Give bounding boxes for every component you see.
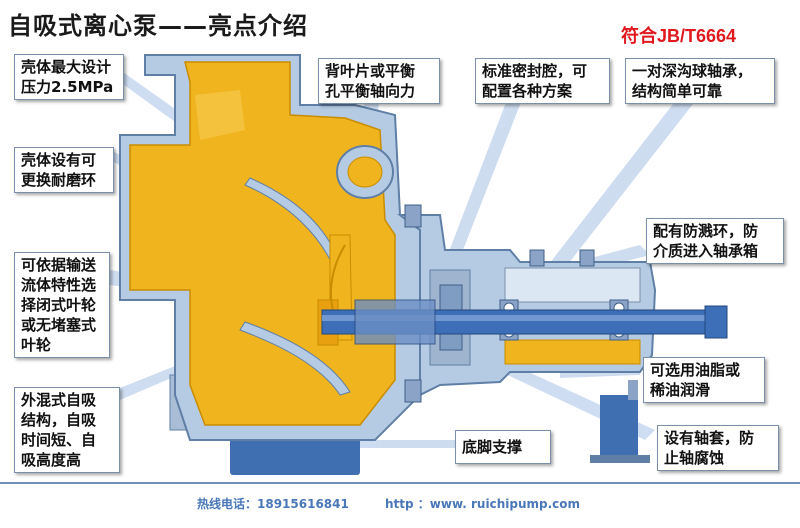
standard-label: 符合JB/T6664: [621, 26, 737, 46]
flange-bolts: [404, 204, 595, 403]
callout-splash-ring: 配有防溅环，防 介质进入轴承箱: [646, 218, 784, 264]
callout-impeller-choice: 可依据输送 流体特性选 择闭式叶轮 或无堵塞式 叶轮: [14, 252, 110, 358]
footer-website-link[interactable]: http ：www. ruichipump.com: [385, 497, 581, 511]
page-title: 自吸式离心泵——亮点介绍: [8, 12, 308, 40]
callout-lubrication: 可选用油脂或 稀油润滑: [643, 357, 765, 403]
callout-seal-chamber: 标准密封腔，可 配置各种方案: [475, 58, 610, 104]
callout-back-vanes: 背叶片或平衡 孔平衡轴向力: [318, 58, 440, 104]
callout-casing-pressure: 壳体最大设计 压力2.5MPa: [14, 54, 124, 100]
callout-base-support: 底脚支撑: [455, 430, 551, 464]
bearing-housing: [397, 214, 657, 397]
callout-wear-ring: 壳体设有可 更换耐磨环: [14, 147, 114, 193]
footer-divider: [0, 482, 800, 484]
shaft: [321, 299, 728, 345]
callout-shaft-sleeve: 设有轴套，防 止轴腐蚀: [657, 425, 779, 471]
callout-bearings: 一对深沟球轴承， 结构简单可靠: [625, 58, 775, 104]
footer-hotline: 热线电话：18915616841: [197, 497, 349, 511]
callout-self-priming: 外混式自吸 结构，自吸 时间短、自 吸高度高: [14, 387, 120, 473]
